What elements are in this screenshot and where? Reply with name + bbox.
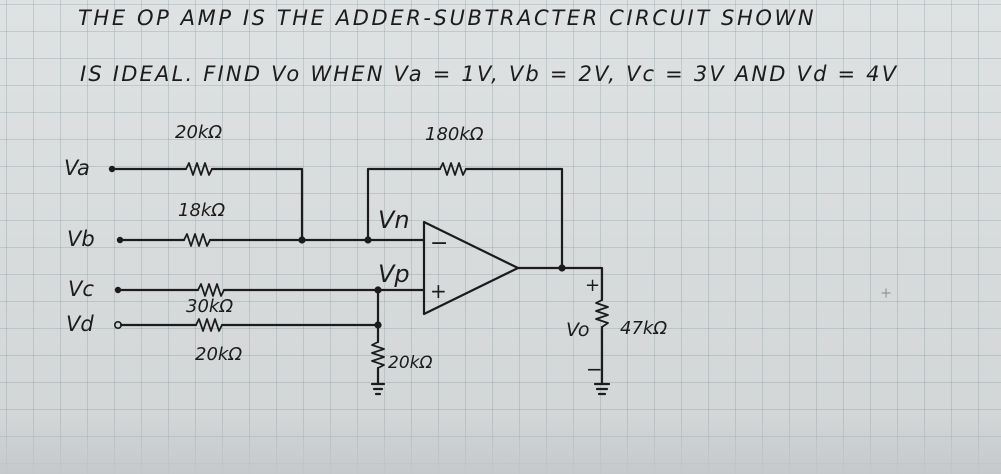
resistor-rb-icon	[183, 233, 211, 247]
label-vn: Vn	[378, 206, 410, 234]
label-rc: 30kΩ	[186, 296, 233, 317]
label-rf: 180kΩ	[425, 124, 484, 145]
paper-cross-mark	[881, 288, 891, 298]
problem-statement-line-2: IS IDEAL. FIND Vo WHEN Va = 1V, Vb = 2V,…	[80, 62, 899, 86]
wire-feedback-right	[464, 167, 564, 270]
ground-icon	[370, 382, 386, 396]
wire-output	[516, 266, 604, 302]
wire-va-right	[210, 167, 304, 242]
label-vb: Vb	[67, 227, 95, 251]
terminal-va	[108, 165, 116, 173]
resistor-rc-icon	[197, 283, 225, 297]
label-ra: 20kΩ	[175, 122, 222, 143]
label-rg: 20kΩ	[388, 353, 432, 373]
resistor-rl-icon	[595, 299, 609, 328]
resistor-rf-icon	[439, 162, 467, 176]
junction-output	[558, 264, 566, 272]
op-amp-noninverting-sign: +	[430, 279, 447, 303]
label-rl: 47kΩ	[620, 318, 667, 339]
op-amp-triangle	[422, 220, 520, 316]
label-rb: 18kΩ	[178, 200, 225, 221]
label-va: Va	[64, 156, 90, 180]
page-edge-shadow	[0, 415, 1001, 474]
wire-feedback-left	[366, 167, 442, 242]
ground-icon	[593, 382, 611, 396]
label-vo: Vo	[566, 319, 590, 341]
terminal-vc	[114, 286, 122, 294]
label-vc: Vc	[68, 277, 94, 301]
problem-statement-line-1: THE OP AMP IS THE ADDER-SUBTRACTER CIRCU…	[78, 6, 817, 30]
resistor-ra-icon	[185, 162, 213, 176]
output-minus-sign: −	[586, 357, 603, 381]
label-rd: 20kΩ	[195, 344, 242, 365]
output-plus-sign: +	[585, 275, 600, 296]
label-vp: Vp	[378, 260, 410, 288]
op-amp-inverting-sign: −	[430, 231, 448, 256]
resistor-rd-icon	[195, 318, 223, 332]
terminal-vb	[116, 236, 124, 244]
resistor-rg-icon	[371, 341, 385, 369]
label-vd: Vd	[66, 312, 94, 336]
